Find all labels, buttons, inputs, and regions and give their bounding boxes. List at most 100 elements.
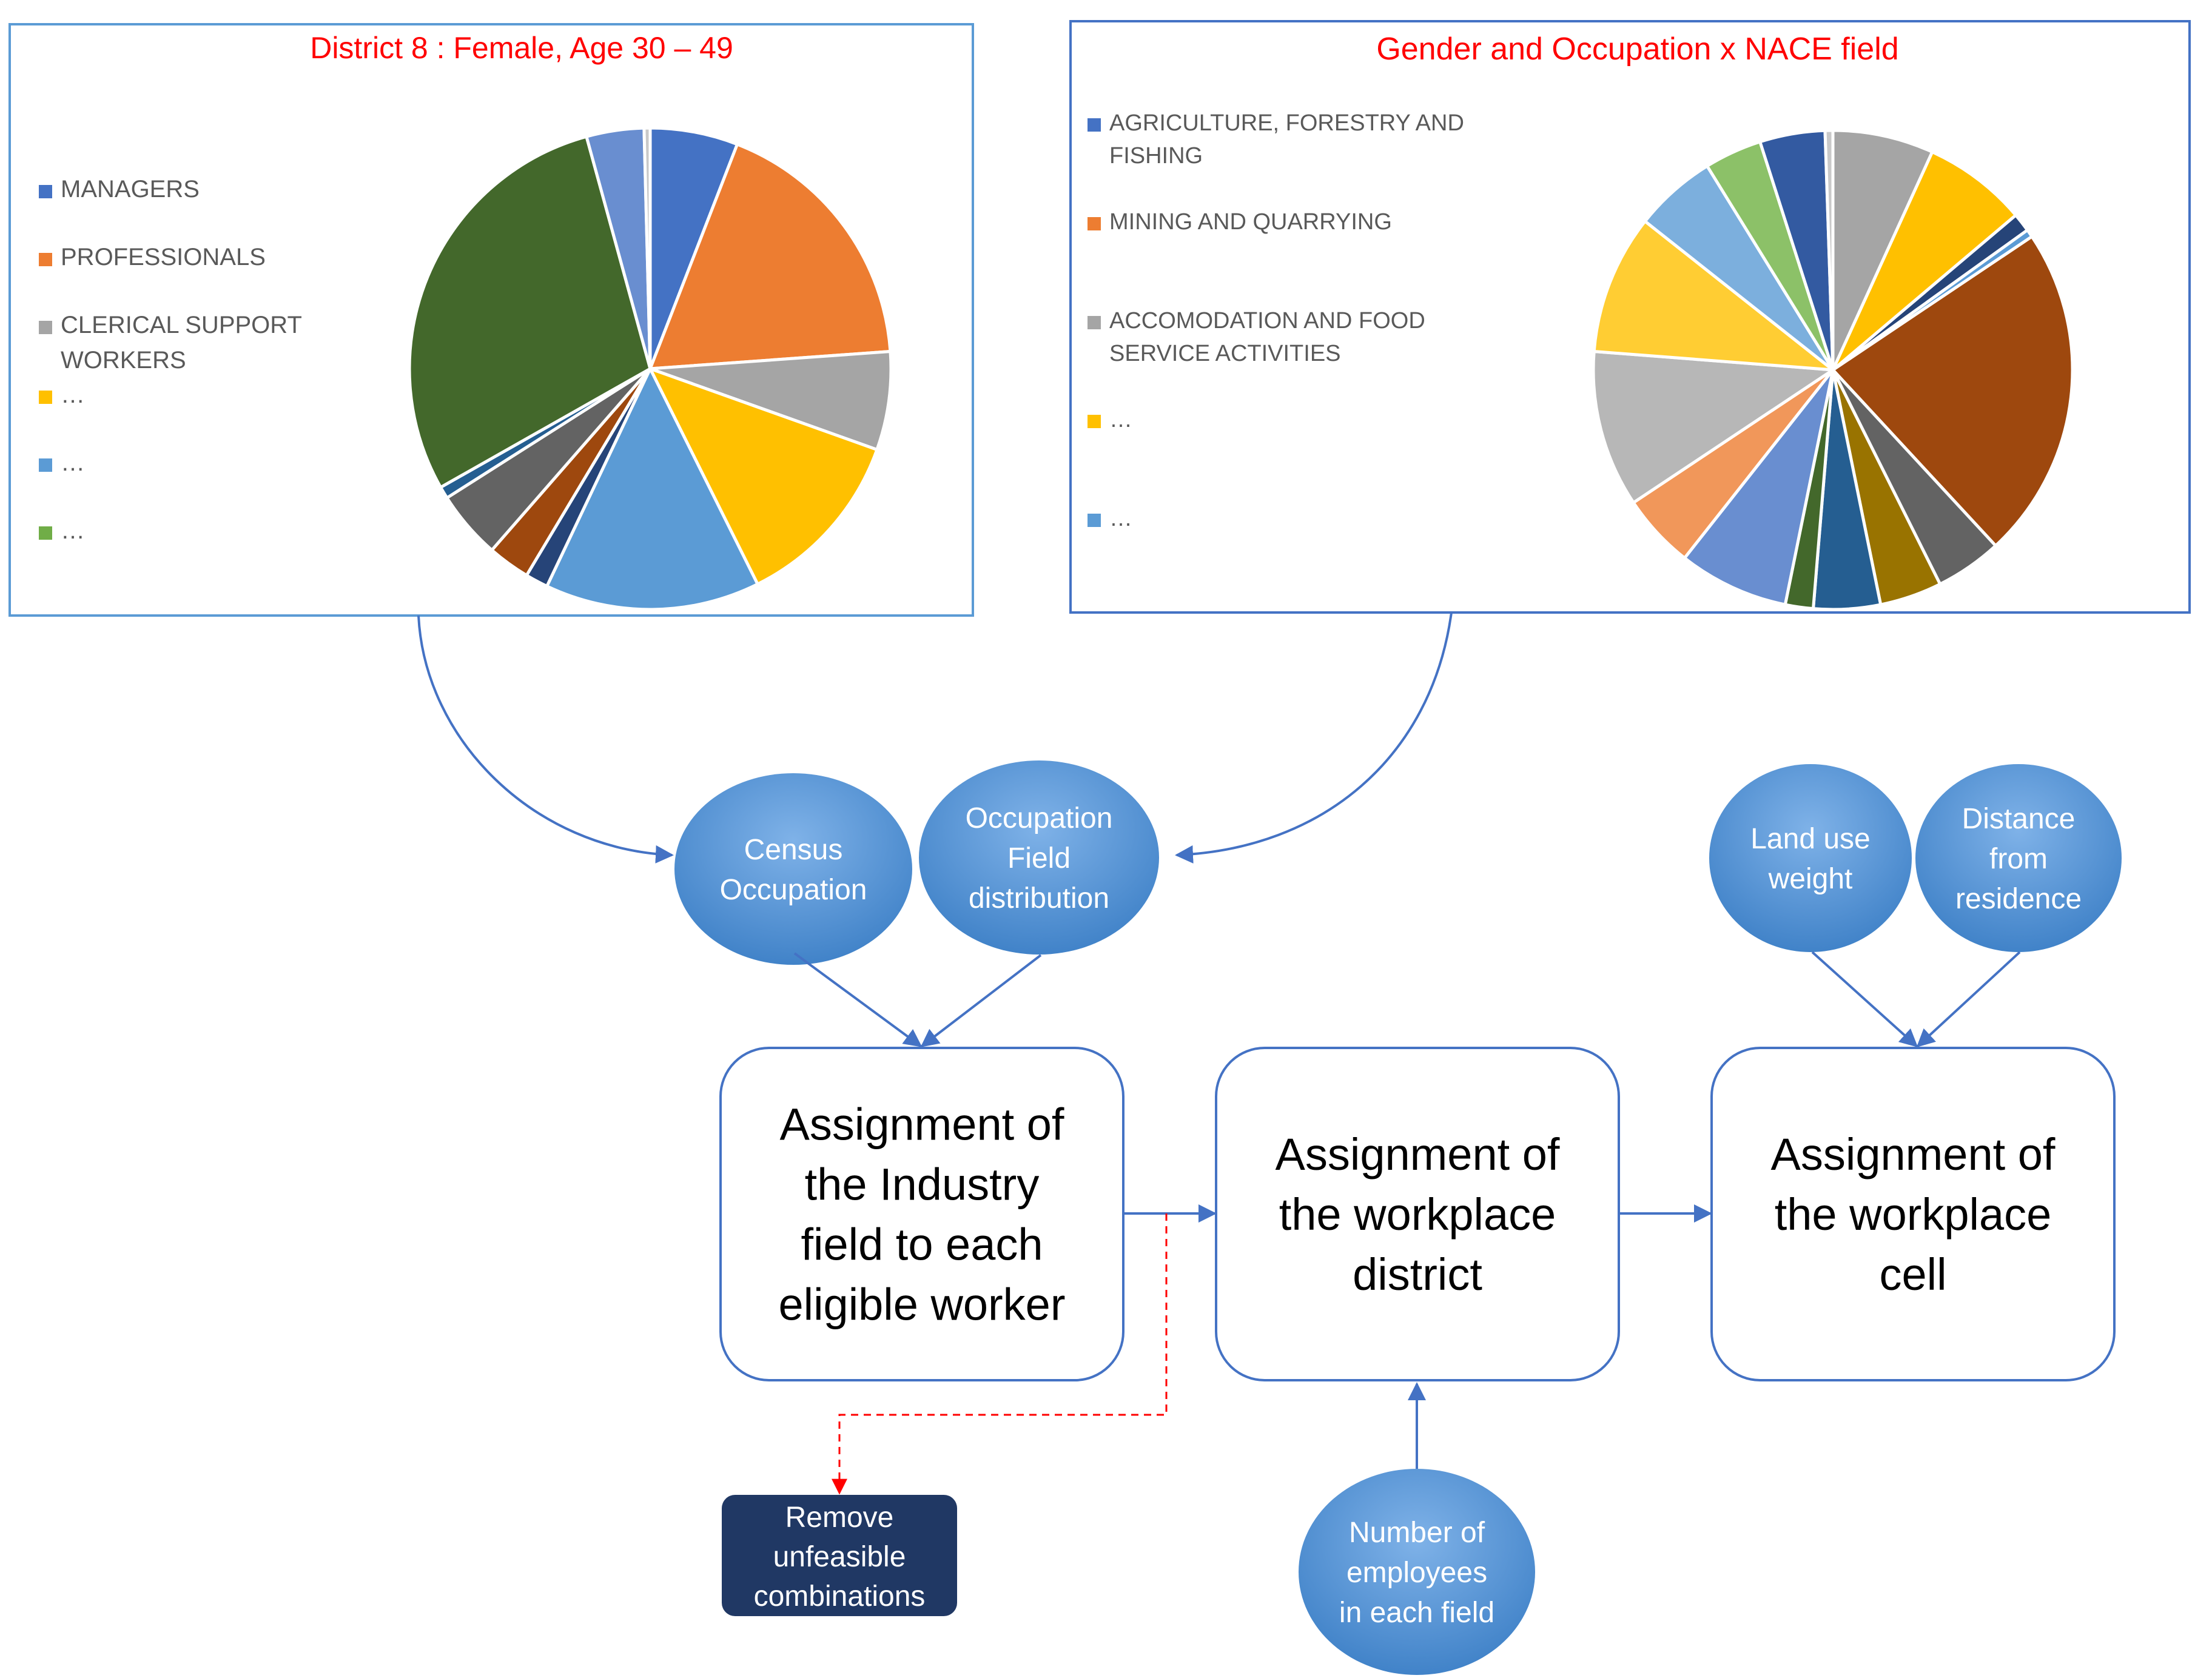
left-legend-swatch-0 xyxy=(39,185,52,198)
field-to-industry-arrow xyxy=(920,954,1042,1047)
distance-label: Distance from residence xyxy=(1955,803,2082,915)
industry-assignment-label: Assignment of the Industry field to each el… xyxy=(779,1099,1066,1329)
left-chart-to-census-arrow xyxy=(417,615,674,864)
label-line: residence xyxy=(1955,883,2082,915)
label-line: Assignment of xyxy=(1276,1129,1560,1180)
right-legend-label-3: … xyxy=(1109,407,1132,432)
left-legend-swatch-4 xyxy=(39,458,52,472)
census-to-industry-arrow xyxy=(793,952,923,1047)
label-line: in each field xyxy=(1339,1597,1494,1629)
right-legend-item-0: AGRICULTURE, FORESTRY AND FISHING xyxy=(1088,110,1464,169)
left-legend-label-0: MANAGERS xyxy=(61,176,200,203)
right-pie-slice-13 xyxy=(1643,164,1835,372)
distance-to-cell-arrow xyxy=(1916,951,2021,1048)
left-legend-swatch-3 xyxy=(39,391,52,404)
label-line: eligible worker xyxy=(779,1279,1066,1329)
label-line: Field xyxy=(1007,842,1071,874)
employees-label: Number of employees in each field xyxy=(1339,1517,1494,1629)
right-pie-slice-0 xyxy=(1831,129,1934,372)
land-use-label: Land use weight xyxy=(1750,823,1871,895)
left-chart-legend: MANAGERS PROFESSIONALS CLERICAL SUPPORTWOR… xyxy=(39,176,302,544)
label-line: Occupation xyxy=(720,874,867,906)
industry-assignment-box: Assignment of the Industry field to each el… xyxy=(719,1047,1124,1381)
left-pie-slice-3 xyxy=(648,367,879,586)
right-pie-chart xyxy=(1592,129,2074,611)
right-legend-item-4: … xyxy=(1088,506,1132,531)
label-line: Occupation xyxy=(966,802,1113,834)
label-line: Land use xyxy=(1750,823,1871,855)
label-line: Number of xyxy=(1349,1517,1485,1549)
right-legend-swatch-2 xyxy=(1088,316,1101,329)
right-legend-label-0: FISHING xyxy=(1109,143,1203,169)
label-line: Assignment of xyxy=(780,1099,1064,1149)
left-legend-label-1: PROFESSIONALS xyxy=(61,244,266,270)
left-pie-slice-2 xyxy=(648,350,893,451)
label-line: employees xyxy=(1346,1557,1487,1589)
right-legend-item-2: ACCOMODATION AND FOOD SERVICE ACTIVITIES xyxy=(1088,308,1425,366)
right-pie-slice-9 xyxy=(1683,368,1835,606)
right-legend-swatch-3 xyxy=(1088,415,1101,428)
district-assignment-box: Assignment of the workplace district xyxy=(1215,1047,1620,1381)
label-line: Assignment of xyxy=(1771,1129,2056,1180)
district-assignment-label: Assignment of the workplace district xyxy=(1276,1129,1560,1300)
right-legend-swatch-0 xyxy=(1088,118,1101,132)
left-legend-item-0: MANAGERS xyxy=(39,176,200,203)
right-pie-slice-4 xyxy=(1831,235,2074,548)
label-line: weight xyxy=(1768,863,1853,895)
right-legend-label-2: ACCOMODATION AND FOOD xyxy=(1109,308,1425,334)
left-legend-label-2: WORKERS xyxy=(61,347,186,374)
left-legend-item-1: PROFESSIONALS xyxy=(39,244,266,270)
right-pie-slice-12 xyxy=(1592,220,1835,372)
left-chart-title: District 8 : Female, Age 30 – 49 xyxy=(310,31,733,65)
left-legend-item-3: … xyxy=(39,381,85,408)
label-line: the Industry xyxy=(805,1159,1040,1209)
distance-bubble: Distance from residence xyxy=(1915,764,2122,952)
left-pie-chart xyxy=(408,126,893,611)
remove-dashed-arrow xyxy=(832,1213,1168,1495)
left-legend-item-5: … xyxy=(39,517,85,544)
left-pie-slice-4 xyxy=(545,367,759,611)
right-legend-swatch-4 xyxy=(1088,514,1101,527)
label-line: Distance xyxy=(1962,803,2076,835)
right-legend-swatch-1 xyxy=(1088,217,1101,230)
left-legend-label-5: … xyxy=(61,517,85,544)
right-chart-to-field-arrow xyxy=(1175,612,1453,864)
label-line: from xyxy=(1989,843,2048,875)
right-chart-legend: AGRICULTURE, FORESTRY AND FISHING MINING A… xyxy=(1088,110,1464,531)
right-legend-label-1: MINING AND QUARRYING xyxy=(1109,209,1392,235)
left-legend-swatch-5 xyxy=(39,526,52,540)
right-pie-slice-16 xyxy=(1823,129,1835,372)
left-pie-slice-9 xyxy=(408,135,652,489)
label-line: distribution xyxy=(969,882,1109,915)
right-legend-label-0: AGRICULTURE, FORESTRY AND xyxy=(1109,110,1464,136)
left-legend-swatch-2 xyxy=(39,321,52,334)
label-line: Remove xyxy=(785,1502,894,1534)
label-line: unfeasible xyxy=(773,1541,906,1573)
left-legend-label-4: … xyxy=(61,449,85,476)
right-legend-label-4: … xyxy=(1109,506,1132,531)
label-line: field to each xyxy=(801,1219,1043,1269)
left-pie-slice-11 xyxy=(642,126,652,371)
right-chart-panel: Gender and Occupation x NACE field AGRIC… xyxy=(1069,20,2191,614)
left-legend-item-4: … xyxy=(39,449,85,476)
right-pie-slice-11 xyxy=(1592,349,1835,505)
label-line: district xyxy=(1353,1249,1482,1300)
right-legend-label-2: SERVICE ACTIVITIES xyxy=(1109,341,1341,366)
land-use-bubble: Land use weight xyxy=(1709,764,1912,952)
label-line: cell xyxy=(1879,1249,1946,1300)
label-line: the workplace xyxy=(1279,1189,1556,1240)
right-legend-item-3: … xyxy=(1088,407,1132,432)
left-chart-panel: District 8 : Female, Age 30 – 49 MANAGER… xyxy=(8,23,974,617)
left-pie-slice-1 xyxy=(648,143,892,371)
left-legend-swatch-1 xyxy=(39,253,52,266)
right-legend-item-1: MINING AND QUARRYING xyxy=(1088,209,1392,235)
